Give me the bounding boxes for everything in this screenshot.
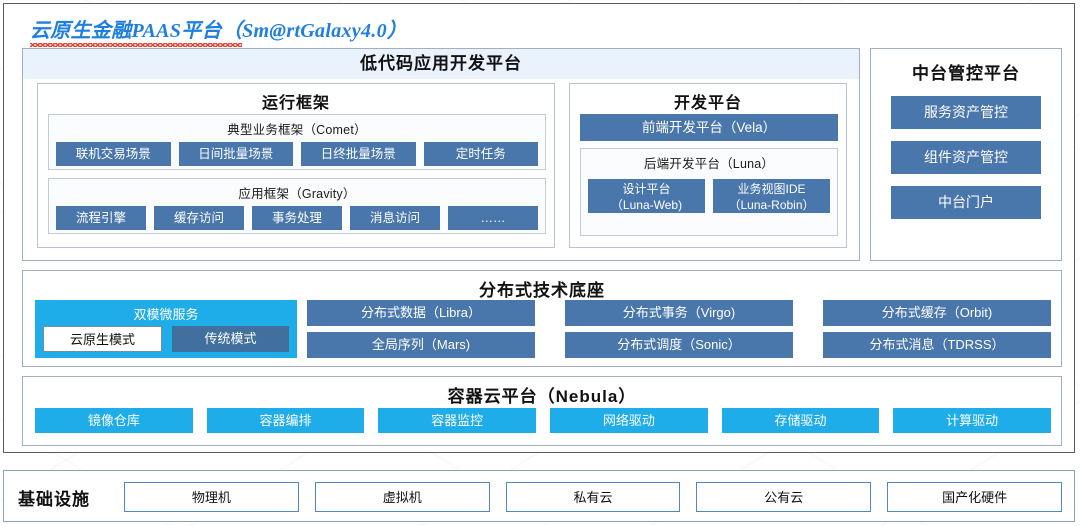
runtime-framework-title: 运行框架	[261, 95, 330, 112]
dev-platform-panel: 开发平台 前端开发平台（Vela） 后端开发平台（Luna） 设计平台 （Lun…	[569, 83, 847, 248]
chip-eod-batch[interactable]: 日终批量场景	[301, 142, 416, 166]
comet-box: 典型业务框架（Comet） 联机交易场景 日间批量场景 日终批量场景 定时任务	[48, 114, 546, 170]
luna-chip-row: 设计平台 （Luna-Web) 业务视图IDE （Luna-Robin）	[581, 179, 837, 213]
page-title-text: 云原生金融PAAS平台（Sm@rtGalaxy4.0）	[30, 20, 408, 42]
chip-compute-driver[interactable]: 计算驱动	[893, 408, 1051, 433]
chip-physical-machine[interactable]: 物理机	[124, 482, 299, 512]
chip-midoffice-portal[interactable]: 中台门户	[891, 186, 1041, 219]
chip-traditional-mode[interactable]: 传统模式	[172, 326, 289, 352]
backend-dev-platform-caption: 后端开发平台（Luna）	[643, 157, 775, 171]
container-cloud-header: 容器云平台（Nebula）	[447, 387, 637, 406]
chip-business-view-ide-line2: （Luna-Robin）	[728, 198, 815, 212]
lowcode-platform-header: 低代码应用开发平台	[23, 49, 859, 79]
midoffice-control-panel: 中台管控平台 服务资产管控 组件资产管控 中台门户	[870, 48, 1062, 261]
chip-process-engine[interactable]: 流程引擎	[56, 206, 146, 230]
gravity-caption: 应用框架（Gravity）	[238, 187, 356, 201]
chip-private-cloud[interactable]: 私有云	[505, 482, 681, 512]
chip-component-asset-control[interactable]: 组件资产管控	[891, 141, 1041, 174]
lowcode-platform-panel: 低代码应用开发平台 运行框架 典型业务框架（Comet） 联机交易场景 日间批量…	[22, 48, 860, 261]
distributed-tech-base-header: 分布式技术底座	[479, 281, 605, 300]
chip-domestic-hardware[interactable]: 国产化硬件	[887, 482, 1062, 512]
chip-online-transaction[interactable]: 联机交易场景	[56, 142, 171, 166]
chip-container-orchestration[interactable]: 容器编排	[206, 408, 365, 433]
distributed-tech-base-panel: 分布式技术底座 双模微服务 云原生模式 传统模式 分布式数据（Libra） 分布…	[22, 270, 1062, 367]
infrastructure-panel: 基础设施 物理机 虚拟机 私有云 公有云 国产化硬件	[3, 470, 1075, 522]
chip-design-platform-line1: 设计平台	[622, 182, 671, 196]
chip-network-driver[interactable]: 网络驱动	[550, 408, 708, 433]
chip-more-ellipsis[interactable]: ……	[448, 206, 538, 230]
runtime-framework-panel: 运行框架 典型业务框架（Comet） 联机交易场景 日间批量场景 日终批量场景 …	[37, 83, 555, 248]
infrastructure-chip-grid: 物理机 虚拟机 私有云 公有云 国产化硬件	[124, 482, 1062, 512]
page-title: 云原生金融PAAS平台（Sm@rtGalaxy4.0）	[30, 14, 408, 47]
comet-chip-row: 联机交易场景 日间批量场景 日终批量场景 定时任务	[49, 142, 545, 166]
main-frame: 云原生金融PAAS平台（Sm@rtGalaxy4.0） 低代码应用开发平台 运行…	[3, 3, 1075, 453]
chip-design-platform-luna-web[interactable]: 设计平台 （Luna-Web)	[588, 179, 705, 213]
chip-frontend-dev-platform-vela[interactable]: 前端开发平台（Vela）	[580, 114, 838, 141]
gravity-chip-row: 流程引擎 缓存访问 事务处理 消息访问 ……	[49, 206, 545, 230]
chip-virtual-machine[interactable]: 虚拟机	[314, 482, 490, 512]
dual-mode-title: 双模微服务	[133, 307, 199, 322]
chip-transaction-processing[interactable]: 事务处理	[252, 206, 342, 230]
gravity-box: 应用框架（Gravity） 流程引擎 缓存访问 事务处理 消息访问 ……	[48, 178, 546, 234]
comet-caption: 典型业务框架（Comet）	[227, 123, 367, 137]
backend-dev-platform-box: 后端开发平台（Luna） 设计平台 （Luna-Web) 业务视图IDE （Lu…	[580, 148, 838, 236]
dev-platform-title: 开发平台	[673, 95, 742, 112]
chip-distributed-message-tdrss[interactable]: 分布式消息（TDRSS）	[823, 332, 1051, 358]
chip-container-monitoring[interactable]: 容器监控	[378, 408, 536, 433]
chip-distributed-data-libra[interactable]: 分布式数据（Libra）	[307, 300, 535, 326]
chip-business-view-ide-line1: 业务视图IDE	[737, 182, 806, 196]
chip-scheduled-task[interactable]: 定时任务	[423, 142, 538, 166]
distributed-tech-chip-grid: 分布式数据（Libra） 分布式事务（Virgo) 分布式缓存（Orbit) 全…	[307, 300, 1051, 358]
chip-cloud-native-mode[interactable]: 云原生模式	[43, 326, 162, 352]
chip-distributed-scheduling-sonic[interactable]: 分布式调度（Sonic）	[565, 332, 793, 358]
dual-mode-microservice-box: 双模微服务 云原生模式 传统模式	[35, 300, 297, 358]
chip-distributed-transaction-virgo[interactable]: 分布式事务（Virgo)	[565, 300, 793, 326]
chip-cache-access[interactable]: 缓存访问	[154, 206, 244, 230]
chip-business-view-ide-luna-robin[interactable]: 业务视图IDE （Luna-Robin）	[713, 179, 830, 213]
chip-global-sequence-mars[interactable]: 全局序列（Mars)	[307, 332, 535, 358]
dual-mode-row: 云原生模式 传统模式	[35, 323, 297, 352]
container-cloud-panel: 容器云平台（Nebula） 镜像仓库 容器编排 容器监控 网络驱动 存储驱动 计…	[22, 376, 1062, 446]
chip-intraday-batch[interactable]: 日间批量场景	[178, 142, 293, 166]
chip-storage-driver[interactable]: 存储驱动	[721, 408, 880, 433]
chip-message-access[interactable]: 消息访问	[350, 206, 440, 230]
container-cloud-chip-grid: 镜像仓库 容器编排 容器监控 网络驱动 存储驱动 计算驱动	[35, 408, 1051, 433]
midoffice-title: 中台管控平台	[912, 64, 1020, 83]
chip-service-asset-control[interactable]: 服务资产管控	[891, 96, 1041, 129]
chip-distributed-cache-orbit[interactable]: 分布式缓存（Orbit)	[823, 300, 1051, 326]
chip-public-cloud[interactable]: 公有云	[696, 482, 872, 512]
chip-image-repository[interactable]: 镜像仓库	[35, 408, 193, 433]
infrastructure-label: 基础设施	[18, 490, 90, 509]
chip-design-platform-line2: （Luna-Web)	[610, 198, 683, 212]
spellcheck-squiggle-underline	[30, 43, 242, 47]
